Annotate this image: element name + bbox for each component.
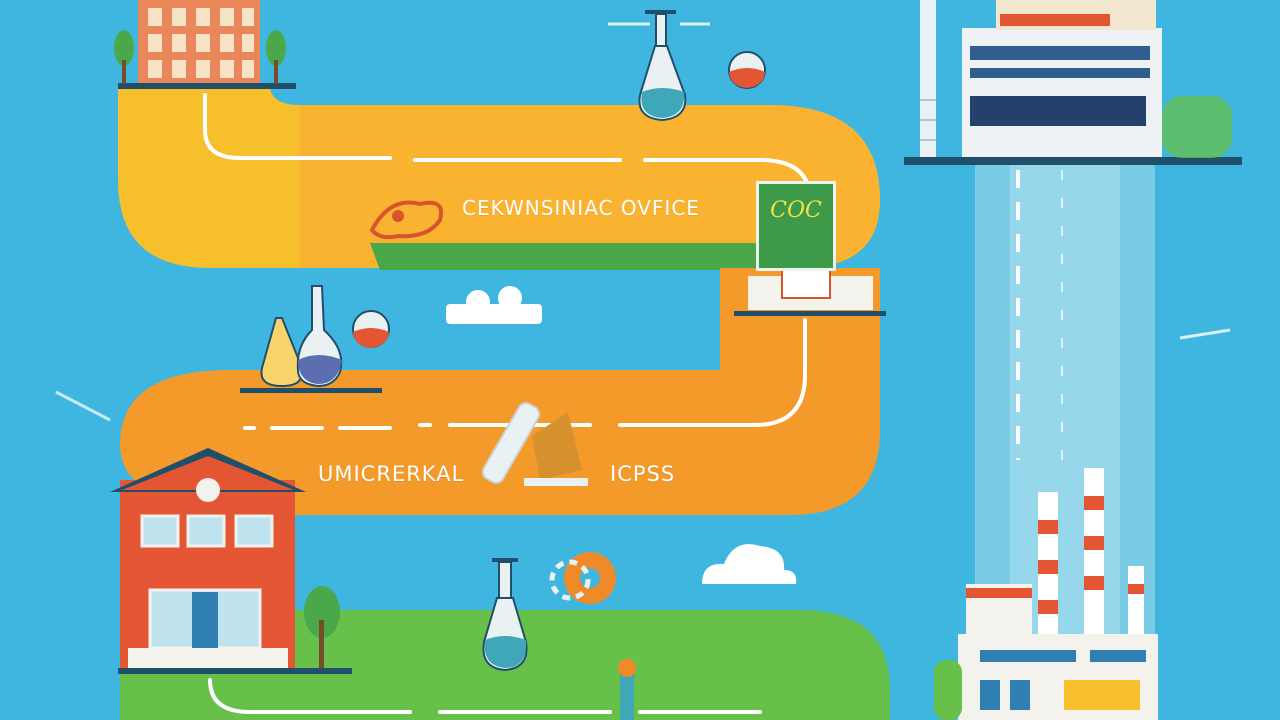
tree-icon: [114, 30, 286, 84]
middle-road-label-left: UMICRERKAL: [318, 462, 465, 486]
flask-icon: [482, 558, 528, 672]
tree-icon: [304, 586, 340, 668]
cloud-icon: [55, 22, 1231, 584]
school-building: [110, 448, 352, 674]
flask-icon: [638, 10, 687, 122]
office-sign: COC: [756, 181, 836, 271]
apartment-building: [118, 0, 296, 89]
gear-icon: [549, 552, 616, 604]
top-road-label: CEKWNSINIAC OVFICE: [462, 196, 700, 220]
globe-icon: [352, 310, 390, 348]
factory-icon: [934, 468, 1158, 720]
stamp-mark: [369, 200, 443, 240]
road-orange: [120, 268, 880, 515]
middle-road-label-right: ICPSS: [610, 462, 676, 486]
flask-icon: [240, 285, 382, 393]
office-sign-text: COC: [770, 198, 822, 223]
small-tools: [618, 659, 636, 720]
office-tower: [904, 0, 1242, 165]
wrench-icon: [481, 402, 588, 486]
globe-icon: [728, 51, 766, 89]
